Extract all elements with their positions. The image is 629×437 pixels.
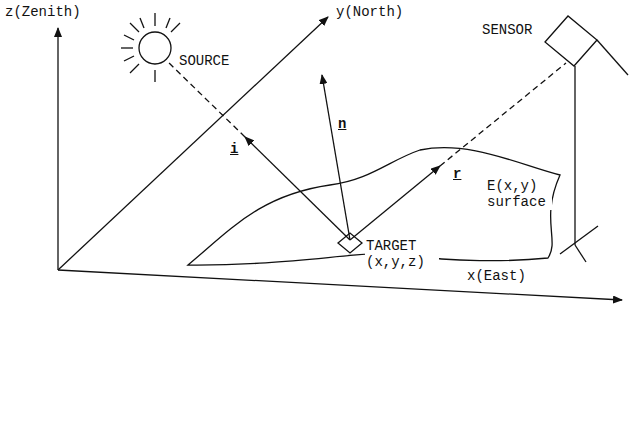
mast-base xyxy=(560,226,598,254)
view-path xyxy=(440,63,566,166)
sensor-box xyxy=(545,16,597,66)
z-axis xyxy=(57,28,58,270)
y-axis xyxy=(58,17,328,270)
normal-vector xyxy=(322,75,350,240)
sensor-mast xyxy=(574,66,575,245)
source-label: SOURCE xyxy=(178,53,230,69)
mast-base xyxy=(575,245,586,262)
vector-label: r xyxy=(452,166,462,182)
x-axis xyxy=(58,270,622,300)
axis-label: y(North) xyxy=(335,4,404,20)
target-label: TARGET (x,y,z) xyxy=(365,238,439,270)
sensor-label: SENSOR xyxy=(481,22,533,38)
axis-label: x(East) xyxy=(466,268,527,284)
target-patch xyxy=(338,233,362,253)
vector-label: i xyxy=(229,141,239,157)
sensor-mount xyxy=(597,40,628,75)
vector-label: n xyxy=(337,116,347,132)
incidence-vector xyxy=(245,137,350,240)
sun-ray-path xyxy=(167,61,245,137)
sun-symbol xyxy=(139,32,171,64)
axis-label: z(Zenith) xyxy=(4,4,82,20)
sun-rays xyxy=(121,13,180,82)
surface-label: E(x,y) surface xyxy=(486,178,552,210)
reflection-vector xyxy=(350,166,440,240)
